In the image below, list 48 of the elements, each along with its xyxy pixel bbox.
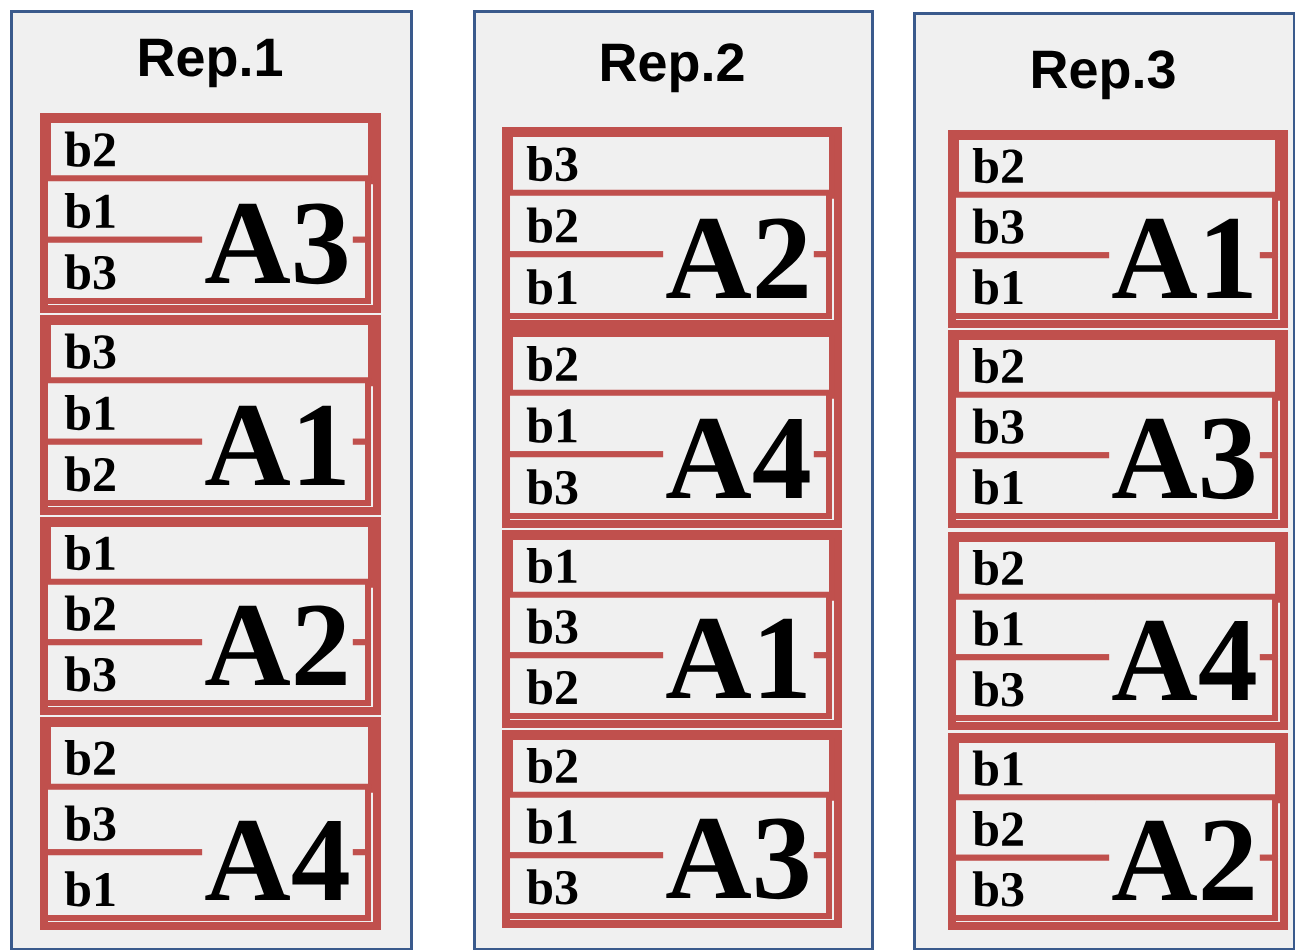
node-label: b3 — [526, 608, 578, 644]
subplot-strip: b2 — [42, 578, 189, 646]
subplot-strip: b1 — [42, 377, 189, 445]
subplot-strip: b3 — [950, 654, 1096, 721]
node-label: b2 — [64, 595, 115, 631]
subplot-strip: b1 — [42, 175, 189, 243]
node-label: b1 — [64, 871, 115, 907]
subplot-strip: b2 — [950, 794, 1096, 861]
subplot-strip: b3 — [42, 639, 189, 706]
subplot-strip: b3 — [42, 783, 189, 856]
node-label: b1 — [972, 469, 1023, 505]
subplot-strip: b1 — [950, 593, 1096, 661]
subplot-strip: b2 — [42, 438, 189, 506]
node-label: b3 — [64, 656, 116, 692]
subplot-strip: b3 — [504, 451, 650, 519]
node-label: b1 — [64, 395, 115, 431]
subplot-strip: b1 — [42, 849, 189, 921]
subplot-strip: b3 — [950, 191, 1096, 259]
node-label: b1 — [972, 269, 1023, 305]
node-label: b3 — [972, 871, 1024, 907]
subplot-strip: b2 — [504, 652, 650, 719]
node-label: b3 — [972, 208, 1024, 244]
node-label: b1 — [972, 610, 1023, 646]
subplot-strip: b1 — [950, 252, 1096, 319]
subplot-strip: b3 — [950, 391, 1096, 459]
subplot-strip: b1 — [950, 452, 1096, 519]
subplot-strip: b1 — [504, 251, 650, 319]
node-label: b1 — [526, 808, 577, 844]
node-label: b1 — [526, 407, 577, 443]
node-label: b3 — [64, 254, 116, 290]
subplot-strip: b3 — [504, 852, 650, 919]
node-label: b3 — [526, 469, 578, 505]
subplot-strip: b3 — [42, 236, 189, 304]
node-label: b3 — [972, 408, 1024, 444]
node-label: b3 — [972, 671, 1024, 707]
subplot-strip: b2 — [504, 189, 650, 258]
node-label: b2 — [526, 669, 577, 705]
node-label: b2 — [972, 811, 1023, 847]
subplot-strip: b3 — [950, 854, 1096, 921]
node-label: b3 — [526, 869, 578, 905]
node-label: b1 — [64, 193, 115, 229]
node-label: b1 — [526, 269, 577, 305]
subplot-strip: b1 — [504, 389, 650, 458]
node-label: b2 — [64, 456, 115, 492]
node-label: b3 — [64, 805, 116, 841]
subplot-strip: b1 — [504, 791, 650, 859]
node-label: b2 — [526, 207, 577, 243]
subplot-strip: b3 — [504, 591, 650, 659]
